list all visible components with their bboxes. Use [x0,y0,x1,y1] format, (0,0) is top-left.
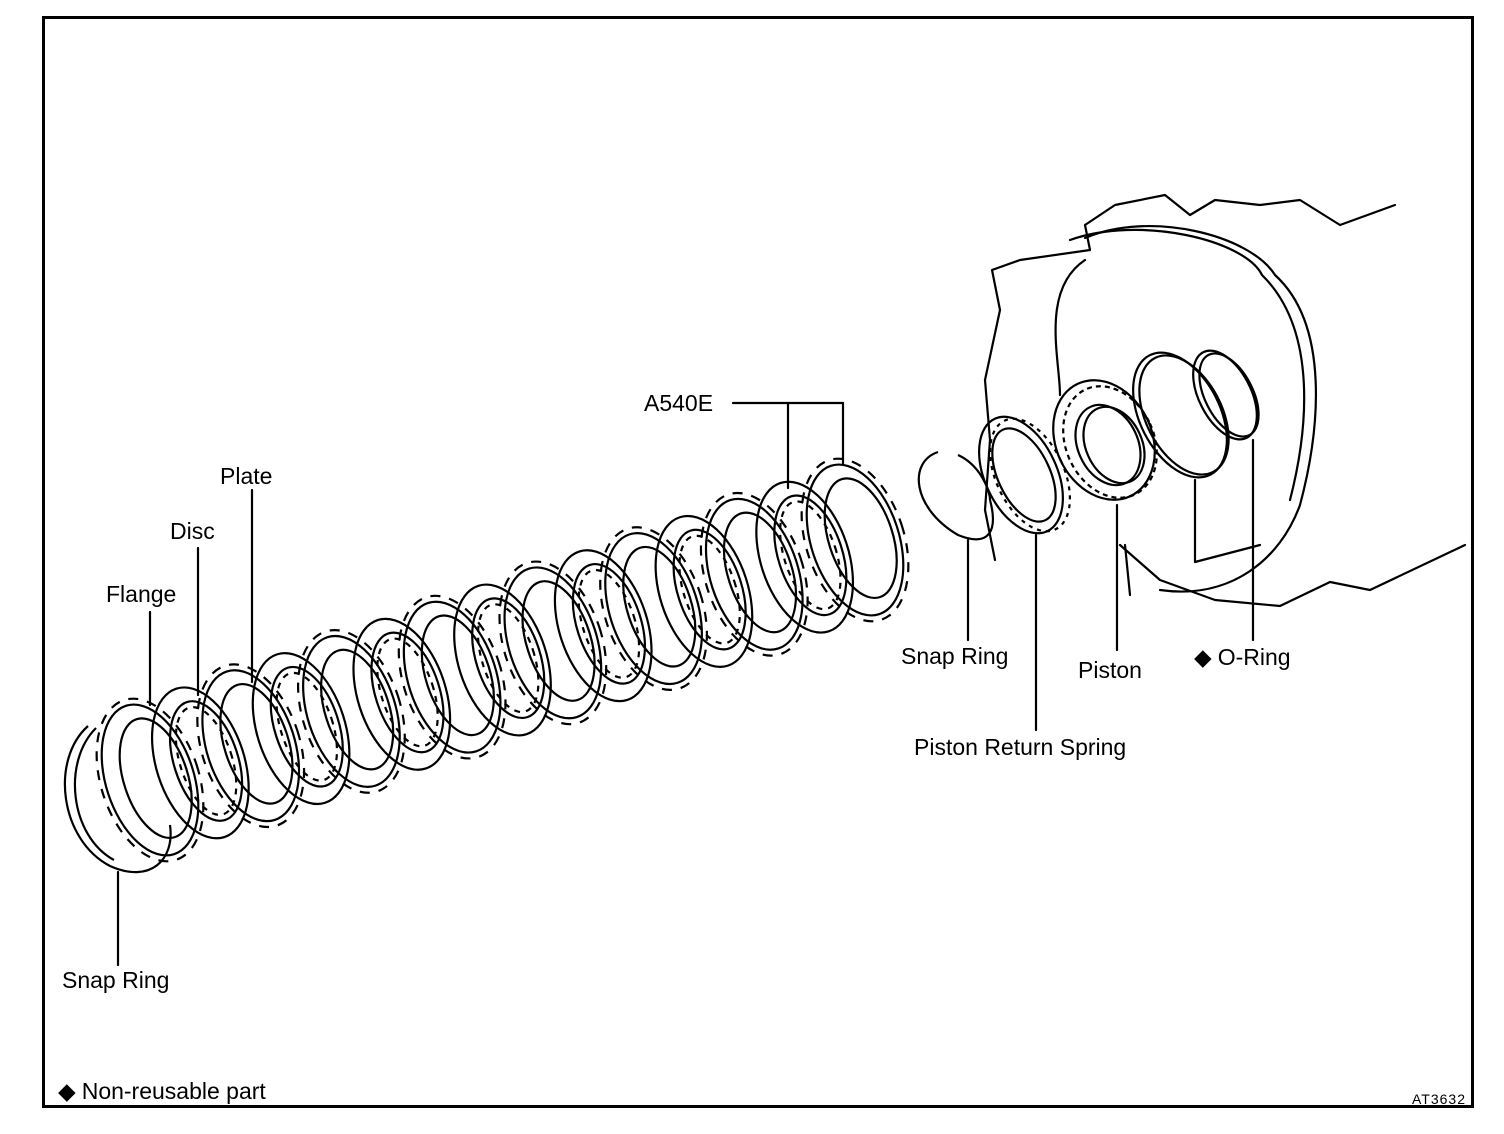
disc-ring [553,549,653,703]
ring-outer [302,634,401,788]
label-snap-ring-right: Snap Ring [901,643,1009,669]
plate-ring [498,560,608,726]
ring-splines [174,706,238,816]
ring-outer [453,583,552,737]
label-snap-ring-left: Snap Ring [62,967,170,993]
ring-inner [521,580,596,702]
ring-outer [352,617,452,771]
label-model: A540E [644,390,714,416]
ring-splines [678,534,741,645]
ring-teeth [397,594,507,760]
ring-outer [201,669,301,823]
ring-teeth [699,491,809,657]
transmission-case [983,193,1467,608]
ring-inner [219,682,294,805]
ring-outer [402,600,502,754]
label-flange: Flange [106,581,177,607]
label-o-ring: ◆O-Ring [1194,646,1291,669]
disc-ring [453,583,552,737]
ring-outer [755,480,855,634]
clutch-pack [95,457,910,863]
ring-splines [577,568,641,679]
plate-ring [296,629,406,794]
ring-outer [604,532,703,686]
ring-inner [571,562,646,685]
ring-teeth [95,697,205,863]
ring-teeth [196,663,306,829]
piston [1052,379,1158,501]
label-plate: Plate [220,463,273,489]
label-piston-return-spring: Piston Return Spring [914,734,1127,760]
o-rings [1132,349,1260,479]
ring-outer [150,686,250,840]
ring-inner [370,631,445,754]
ring-teeth [296,629,406,794]
ring-inner [169,700,244,822]
plate-ring [699,491,809,657]
piston-return-spring [978,415,1072,535]
ring-teeth [599,526,709,691]
ring-inner [823,477,898,600]
flange-ring [95,697,205,863]
ring-inner [773,494,848,617]
disc-ring [150,686,250,840]
ring-inner [269,665,344,788]
ring-teeth [800,457,910,623]
leader-lines [116,401,1255,967]
ring-outer [251,652,351,806]
non-reusable-marker-icon: ◆ [1194,644,1212,670]
ring-inner [722,511,798,634]
diagram-frame [42,16,1474,1108]
disc-ring [352,617,452,771]
plate-ring [800,457,910,623]
label-disc: Disc [170,518,215,544]
ring-outer [503,566,603,720]
ring-splines [779,500,842,611]
plate-ring [196,663,306,829]
figure-code: AT3632 [1412,1091,1466,1107]
ring-inner [118,717,193,840]
disc-ring [654,514,754,668]
ring-inner [320,648,395,771]
ring-splines [476,603,540,714]
ring-inner [672,528,747,651]
legend-text: Non-reusable part [81,1078,266,1104]
snap-ring-left [63,725,172,874]
ring-inner [471,597,546,720]
disc-ring [251,652,351,806]
label-piston: Piston [1078,657,1142,683]
ring-inner [622,545,697,668]
plate-ring [397,594,507,760]
ring-splines [275,671,339,782]
ring-splines [376,637,439,748]
ring-outer [553,549,653,703]
legend: ◆Non-reusable part [58,1080,266,1103]
disc-ring [755,480,855,634]
ring-outer [704,497,804,651]
legend-diamond-icon: ◆ [58,1078,76,1104]
plate-ring [599,526,709,691]
ring-inner [420,614,495,737]
snap-ring-right [917,450,994,541]
ring-outer [654,514,754,668]
ring-outer [805,463,905,617]
ring-teeth [498,560,608,726]
ring-outer [100,703,200,857]
o-ring-text: O-Ring [1217,644,1291,670]
